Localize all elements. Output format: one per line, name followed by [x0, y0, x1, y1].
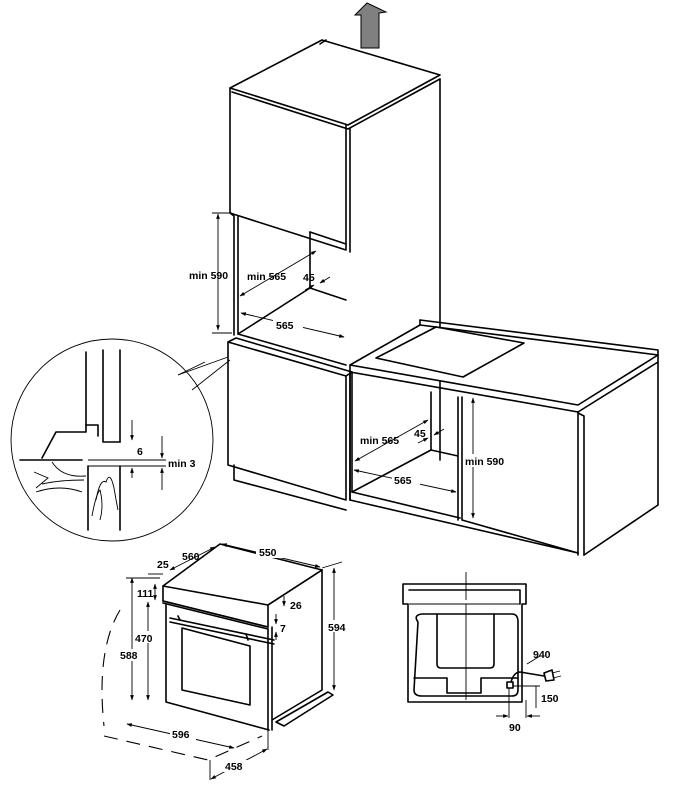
- oven-width-label: 550: [259, 547, 277, 559]
- rear-socket-height-label: 150: [541, 693, 559, 705]
- tall-depth-label: min 565: [247, 271, 286, 283]
- detail-gap-label: 6: [137, 446, 143, 458]
- oven-dimensions: 25 560 550 111 26 7 470 588 594 596 458: [101, 543, 348, 780]
- oven-panel-height-label: 111: [137, 588, 154, 600]
- tall-rear-gap-label: 45: [303, 272, 315, 284]
- oven-door-depth-label: 458: [225, 761, 243, 773]
- oven-rear-view: 940 150 90: [402, 572, 562, 734]
- under-width-label: 565: [394, 475, 412, 487]
- oven-total-height-label: 594: [328, 622, 346, 634]
- rear-cable-length-label: 940: [533, 649, 551, 661]
- under-rear-gap-label: 45: [414, 428, 426, 440]
- under-counter-dimensions: min 565 45 565 min 590: [353, 397, 508, 519]
- oven-front-width-label: 596: [172, 729, 190, 741]
- detail-circle: 6 min 3: [10, 338, 231, 542]
- detail-min-gap-label: min 3: [168, 458, 196, 470]
- tall-height-label: min 590: [189, 270, 228, 282]
- oven-door-gap-label: 7: [280, 623, 286, 635]
- oven-lip-depth-label: 26: [290, 600, 302, 612]
- under-height-label: min 590: [465, 456, 504, 468]
- oven-top-offset-label: 25: [157, 559, 169, 571]
- rear-socket-offset-label: 90: [509, 722, 521, 734]
- tall-cabinet: [227, 39, 441, 511]
- tall-width-label: 565: [276, 320, 294, 332]
- oven: [162, 543, 334, 731]
- ventilation-arrow-icon: [353, 2, 388, 49]
- under-depth-label: min 565: [360, 435, 399, 447]
- oven-body-height-label: 588: [120, 650, 138, 662]
- under-counter-cabinet: [349, 319, 659, 556]
- oven-door-height-label: 470: [135, 633, 153, 645]
- tall-cabinet-dimensions: min 590 min 565 45 565: [189, 212, 345, 338]
- oven-depth-label: 560: [182, 551, 200, 563]
